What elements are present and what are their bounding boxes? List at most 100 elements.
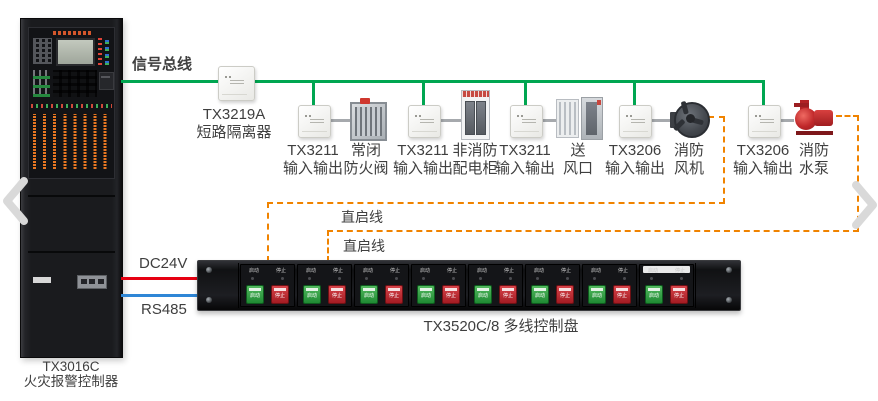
channel-led bbox=[479, 277, 482, 280]
screw-icon bbox=[726, 267, 732, 273]
channel-led bbox=[251, 277, 254, 280]
panel-divider bbox=[238, 263, 239, 308]
isolator-module bbox=[218, 66, 255, 101]
fire-pump-device bbox=[794, 100, 836, 137]
bus-drop-line bbox=[633, 80, 636, 107]
channel-start-indicator-label: 启动 bbox=[249, 268, 260, 274]
cabinet-bottom-label bbox=[33, 277, 51, 283]
channel-stop-indicator-label: 停止 bbox=[617, 268, 628, 274]
fire-damper-device bbox=[350, 98, 387, 141]
cabinet-seam bbox=[28, 251, 115, 253]
direct-start-line-fan bbox=[267, 202, 269, 262]
channel-led bbox=[338, 277, 341, 280]
signal-bus-label: 信号总线 bbox=[132, 56, 193, 73]
channel-start-button: 启动 bbox=[360, 285, 378, 304]
panel-label: TX3520C/8 多线控制盘 bbox=[423, 318, 579, 335]
cabinet-keypad bbox=[53, 70, 97, 97]
channel-led bbox=[566, 277, 569, 280]
channel-stop-indicator-label: 停止 bbox=[389, 268, 400, 274]
channel-stop-button: 停止 bbox=[442, 285, 460, 304]
direct-start-line-pump bbox=[836, 115, 859, 117]
channel-start-indicator-label: 启动 bbox=[648, 268, 659, 274]
channel-led bbox=[623, 277, 626, 280]
channel-start-indicator-label: 启动 bbox=[420, 268, 431, 274]
device-label: 非消防配电柜 bbox=[452, 142, 498, 177]
isolator-label: TX3219A 短路隔离器 bbox=[196, 106, 271, 142]
channel-stop-indicator-label: 停止 bbox=[275, 268, 286, 274]
channel-led bbox=[281, 277, 284, 280]
signal-bus-line bbox=[121, 80, 765, 83]
dc24v-label: DC24V bbox=[139, 255, 188, 272]
chevron-right-icon[interactable] bbox=[850, 180, 878, 235]
channel-start-button: 启动 bbox=[531, 285, 549, 304]
channel-stop-indicator-label: 停止 bbox=[560, 268, 571, 274]
direct-start-line-fan bbox=[708, 116, 725, 118]
bus-drop-line bbox=[312, 80, 315, 107]
channel-stop-indicator-label: 停止 bbox=[446, 268, 457, 274]
device-label: 消防水泵 bbox=[798, 142, 830, 177]
isolator-model: TX3219A bbox=[202, 106, 266, 123]
panel-channel: 启动停止启动停止 bbox=[582, 264, 637, 307]
screw-icon bbox=[206, 267, 212, 273]
cabinet-seam bbox=[28, 195, 115, 197]
direct-start-line-pump bbox=[857, 115, 859, 232]
bus-drop-line bbox=[524, 80, 527, 107]
controller-model: TX3016C bbox=[42, 359, 100, 374]
screw-icon bbox=[726, 297, 732, 303]
panel-channel: 启动停止启动停止 bbox=[525, 264, 580, 307]
channel-start-button: 启动 bbox=[474, 285, 492, 304]
rs485-line bbox=[121, 294, 198, 297]
io-module bbox=[408, 105, 441, 138]
bus-drop-line bbox=[762, 80, 765, 107]
cabinet-led-column-multi bbox=[105, 37, 109, 65]
channel-name-strip bbox=[643, 266, 690, 273]
panel-channel: 启动停止启动停止 bbox=[411, 264, 466, 307]
controller-name: 火灾报警控制器 bbox=[23, 374, 119, 389]
panel-channel: 启动停止启动停止 bbox=[639, 264, 694, 307]
panel-channel: 启动停止启动停止 bbox=[240, 264, 295, 307]
fire-fan-device bbox=[670, 100, 710, 139]
channel-stop-button: 停止 bbox=[271, 285, 289, 304]
panel-channels: 启动停止启动停止启动停止启动停止启动停止启动停止启动停止启动停止启动停止启动停止… bbox=[240, 264, 694, 307]
channel-led bbox=[422, 277, 425, 280]
device-connector bbox=[329, 119, 350, 122]
io-module bbox=[619, 105, 652, 138]
power-distribution-cabinet-device bbox=[461, 90, 490, 140]
channel-led bbox=[650, 277, 653, 280]
device-label: 消防风机 bbox=[673, 142, 705, 177]
rs485-label: RS485 bbox=[141, 301, 187, 318]
device-connector bbox=[779, 119, 794, 122]
channel-stop-indicator-label: 停止 bbox=[503, 268, 514, 274]
channel-start-indicator-label: 启动 bbox=[477, 268, 488, 274]
cabinet-indicator-grid bbox=[33, 38, 52, 64]
damper-actuator bbox=[360, 98, 370, 104]
channel-led bbox=[395, 277, 398, 280]
channel-led bbox=[593, 277, 596, 280]
channel-stop-button: 停止 bbox=[328, 285, 346, 304]
bus-drop-line bbox=[422, 80, 425, 107]
channel-start-indicator-label: 启动 bbox=[363, 268, 374, 274]
device-connector bbox=[650, 119, 671, 122]
direct-start-label-2: 直启线 bbox=[343, 238, 385, 254]
screw-icon bbox=[206, 297, 212, 303]
chevron-left-icon[interactable] bbox=[0, 176, 30, 231]
direct-start-line-fan bbox=[723, 116, 725, 204]
device-connector bbox=[439, 119, 461, 122]
isolator-name: 短路隔离器 bbox=[196, 124, 272, 141]
cabinet-status-led-row bbox=[31, 104, 112, 108]
panel-channel: 启动停止启动停止 bbox=[354, 264, 409, 307]
channel-led bbox=[365, 277, 368, 280]
multiline-control-panel: 启动停止启动停止启动停止启动停止启动停止启动停止启动停止启动停止启动停止启动停止… bbox=[197, 260, 741, 311]
device-label: 常闭防火阀 bbox=[343, 142, 389, 177]
cabinet-led-column-red bbox=[98, 37, 102, 65]
io-module bbox=[748, 105, 781, 138]
direct-start-line-pump bbox=[327, 230, 859, 232]
channel-led bbox=[509, 277, 512, 280]
channel-stop-button: 停止 bbox=[556, 285, 574, 304]
channel-start-button: 启动 bbox=[588, 285, 606, 304]
cabinet-printer-slot bbox=[99, 72, 114, 90]
